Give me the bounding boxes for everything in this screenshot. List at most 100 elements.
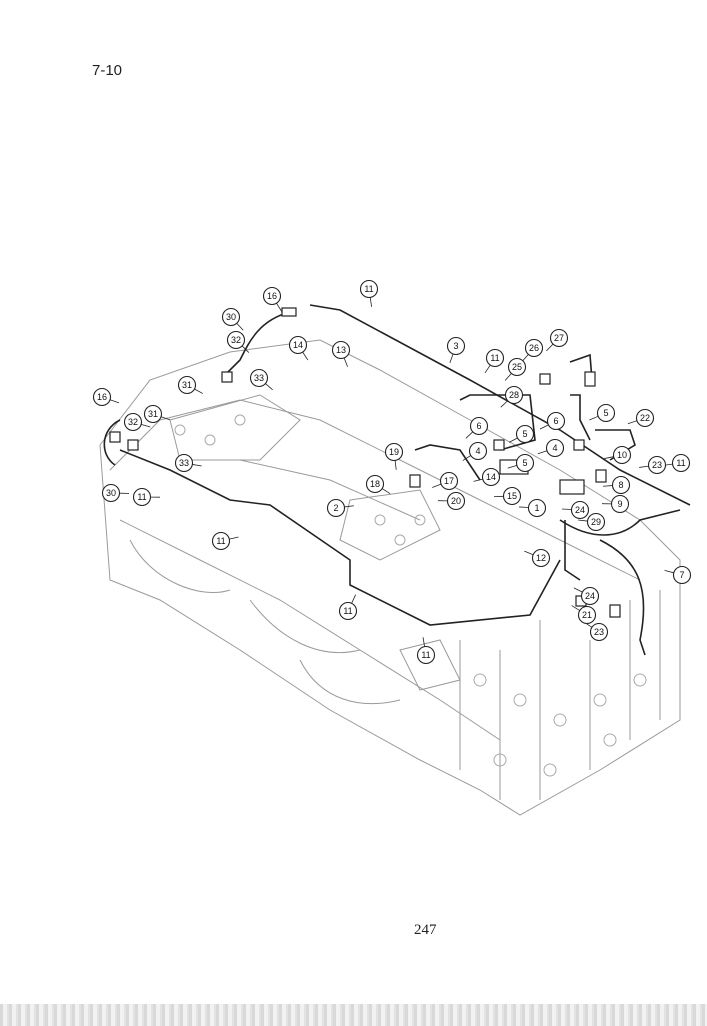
callout-29: 29: [586, 512, 606, 532]
leader-line: [603, 485, 613, 487]
leader-line: [519, 506, 529, 508]
callout-31: 31: [177, 375, 197, 395]
callout-16: 16: [92, 387, 112, 407]
leader-line: [546, 343, 554, 352]
callout-25: 25: [507, 357, 527, 377]
line-2: [119, 449, 561, 626]
callout-17: 17: [439, 471, 459, 491]
callout-label: 14: [293, 340, 303, 350]
callout-label: 5: [522, 458, 527, 468]
leader-line: [265, 383, 273, 391]
callout-18: 18: [365, 474, 385, 494]
leader-line: [537, 450, 548, 455]
scan-edge-artifact: [0, 1004, 707, 1026]
callout-11: 11: [485, 348, 505, 368]
leader-line: [604, 456, 614, 459]
callout-label: 11: [137, 492, 146, 502]
callout-label: 30: [106, 488, 116, 498]
leader-line: [462, 455, 472, 461]
callout-20: 20: [446, 491, 466, 511]
leader-line: [432, 483, 442, 488]
callout-23: 23: [647, 455, 667, 475]
callout-4: 4: [468, 441, 488, 461]
callout-label: 7: [679, 570, 684, 580]
line-upper-loop: [459, 394, 536, 451]
hose-7: [599, 539, 646, 656]
callout-23: 23: [589, 622, 609, 642]
callout-32: 32: [226, 330, 246, 350]
callout-label: 3: [453, 341, 458, 351]
callout-label: 25: [512, 362, 522, 372]
leader-line: [504, 373, 512, 381]
line-3: [309, 304, 691, 506]
leader-line: [571, 605, 580, 611]
callout-14: 14: [288, 335, 308, 355]
leader-line: [192, 464, 202, 467]
leader-line: [343, 357, 348, 367]
callout-30: 30: [221, 307, 241, 327]
callout-label: 5: [522, 429, 527, 439]
fittings: [109, 307, 621, 618]
callout-label: 23: [594, 627, 604, 637]
callout-13: 13: [331, 340, 351, 360]
callout-label: 33: [179, 458, 189, 468]
callout-label: 27: [554, 333, 564, 343]
callout-11: 11: [338, 601, 358, 621]
callout-28: 28: [504, 385, 524, 405]
leader-line: [508, 437, 518, 443]
leader-line: [109, 399, 120, 404]
hose-30-upper: [224, 311, 291, 376]
callout-26: 26: [524, 338, 544, 358]
line-19: [414, 444, 481, 481]
page-reference: 7-10: [92, 62, 123, 79]
callout-12: 12: [531, 548, 551, 568]
callout-32: 32: [123, 412, 143, 432]
callout-2: 2: [326, 498, 346, 518]
callout-label: 26: [529, 343, 539, 353]
callout-label: 23: [652, 460, 662, 470]
callout-22: 22: [635, 408, 655, 428]
leader-line: [276, 302, 282, 312]
callout-21: 21: [577, 605, 597, 625]
callout-label: 22: [640, 413, 650, 423]
callout-label: 4: [475, 446, 480, 456]
callout-10: 10: [612, 445, 632, 465]
callout-label: 31: [182, 380, 192, 390]
callout-label: 21: [582, 610, 592, 620]
callout-11: 11: [671, 453, 691, 473]
callout-label: 15: [507, 491, 517, 501]
callout-label: 10: [617, 450, 627, 460]
callout-label: 11: [490, 353, 499, 363]
callout-label: 12: [536, 553, 546, 563]
callout-5: 5: [515, 424, 535, 444]
callout-label: 20: [451, 496, 461, 506]
callout-27: 27: [549, 328, 569, 348]
callout-label: 4: [552, 443, 557, 453]
callout-label: 5: [603, 408, 608, 418]
callout-5: 5: [596, 403, 616, 423]
leader-line: [351, 594, 356, 604]
callout-label: 2: [333, 503, 338, 513]
leader-line: [465, 431, 474, 439]
callout-label: 30: [226, 312, 236, 322]
leader-line: [473, 478, 483, 482]
leader-line: [422, 637, 425, 647]
callout-6: 6: [546, 411, 566, 431]
callout-33: 33: [174, 453, 194, 473]
callout-label: 17: [444, 476, 454, 486]
callout-label: 14: [486, 472, 496, 482]
callout-label: 13: [336, 345, 346, 355]
callout-5: 5: [515, 453, 535, 473]
callout-11: 11: [132, 487, 152, 507]
callout-label: 11: [421, 650, 430, 660]
callout-label: 6: [553, 416, 558, 426]
leader-line: [394, 460, 397, 470]
leader-line: [507, 465, 517, 469]
leader-line: [369, 297, 373, 307]
leader-line: [141, 423, 151, 428]
callout-label: 11: [216, 536, 225, 546]
callout-24: 24: [570, 500, 590, 520]
leader-line: [500, 400, 509, 408]
